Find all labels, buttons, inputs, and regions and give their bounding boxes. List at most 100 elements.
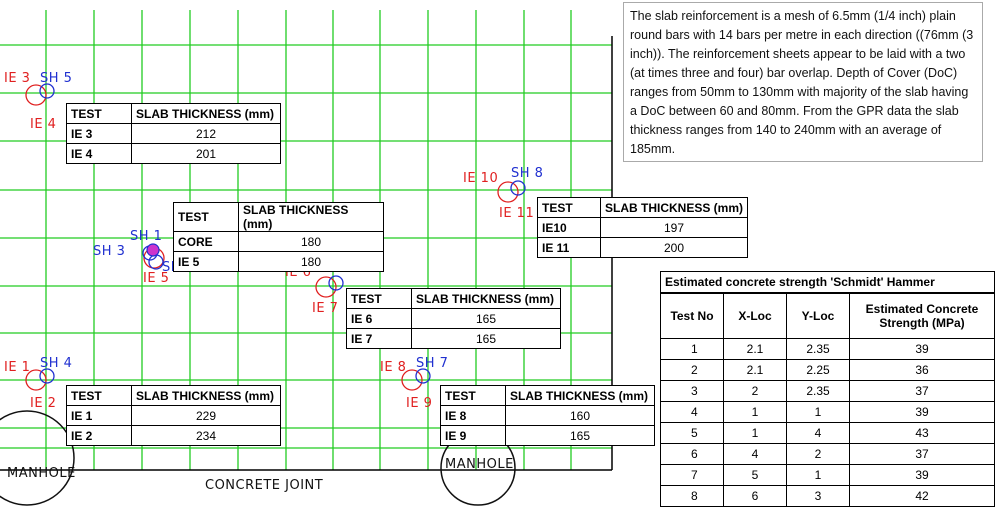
- sh-test-point: [510, 180, 526, 196]
- cell-test-no: 8: [661, 485, 724, 506]
- cell-y-loc: 2.25: [786, 359, 850, 381]
- label-ie9: IE 9: [406, 396, 433, 411]
- test-id: IE 4: [66, 143, 132, 164]
- label-sh5: SH 5: [40, 71, 73, 86]
- core-point: [146, 243, 160, 257]
- cell-test-no: 7: [661, 464, 724, 486]
- label-ie8: IE 8: [380, 360, 407, 375]
- test-id: IE 1: [66, 405, 132, 426]
- cell-y-loc: 3: [786, 485, 850, 506]
- cell-y-loc: 1: [786, 464, 850, 486]
- label-ie1: IE 1: [4, 360, 31, 375]
- header-test: TEST: [66, 385, 132, 406]
- header-test: TEST: [440, 385, 506, 406]
- header-test: TEST: [346, 288, 412, 309]
- test-id: IE 5: [173, 251, 239, 272]
- header-thickness: SLAB THICKNESS (mm): [131, 103, 281, 124]
- label-ie11: IE 11: [499, 206, 535, 221]
- thickness-value: 165: [505, 425, 655, 446]
- cell-x-loc: 1: [723, 422, 787, 444]
- test-id: IE 7: [346, 328, 412, 349]
- ie-test-point: [25, 369, 47, 391]
- cell-strength: 37: [849, 443, 994, 465]
- label-sh7: SH 7: [416, 356, 449, 371]
- label-ie10: IE 10: [463, 171, 499, 186]
- thickness-value: 160: [505, 405, 655, 426]
- thickness-value: 201: [131, 143, 281, 164]
- thickness-value: 180: [238, 231, 384, 252]
- col-x-loc: X-Loc: [723, 293, 787, 339]
- cell-y-loc: 2.35: [786, 380, 850, 402]
- cell-y-loc: 2.35: [786, 338, 850, 360]
- label-ie2: IE 2: [30, 396, 57, 411]
- cell-x-loc: 6: [723, 485, 787, 506]
- test-id: CORE: [173, 231, 239, 252]
- cell-x-loc: 2: [723, 380, 787, 402]
- test-markers: [25, 83, 526, 391]
- schmidt-hammer-table: Estimated concrete strength 'Schmidt' Ha…: [660, 271, 995, 507]
- cell-strength: 42: [849, 485, 994, 506]
- header-thickness: SLAB THICKNESS (mm): [131, 385, 281, 406]
- cell-strength: 37: [849, 380, 994, 402]
- thickness-value: 165: [411, 328, 561, 349]
- cell-test-no: 5: [661, 422, 724, 444]
- cell-strength: 39: [849, 464, 994, 486]
- thickness-value: 180: [238, 251, 384, 272]
- cell-strength: 39: [849, 401, 994, 423]
- label-sh8: SH 8: [511, 166, 544, 181]
- reinforcement-note: The slab reinforcement is a mesh of 6.5m…: [623, 2, 983, 162]
- header-thickness: SLAB THICKNESS (mm): [411, 288, 561, 309]
- col-strength: Estimated Concrete Strength (MPa): [849, 293, 994, 339]
- cell-test-no: 6: [661, 443, 724, 465]
- label-sh4: SH 4: [40, 356, 73, 371]
- col-test-no: Test No: [661, 293, 724, 339]
- cell-test-no: 4: [661, 401, 724, 423]
- thickness-value: 229: [131, 405, 281, 426]
- thickness-value: 165: [411, 308, 561, 329]
- ie-test-point: [497, 181, 519, 203]
- cell-x-loc: 5: [723, 464, 787, 486]
- ie-test-point: [315, 276, 337, 298]
- sh-test-point: [39, 83, 55, 99]
- header-thickness: SLAB THICKNESS (mm): [600, 197, 748, 218]
- cell-strength: 43: [849, 422, 994, 444]
- ie-test-point: [25, 84, 47, 106]
- thickness-value: 234: [131, 425, 281, 446]
- header-thickness: SLAB THICKNESS (mm): [238, 202, 384, 232]
- test-id: IE 9: [440, 425, 506, 446]
- header-test: TEST: [66, 103, 132, 124]
- cell-x-loc: 2.1: [723, 338, 787, 360]
- cell-test-no: 3: [661, 380, 724, 402]
- cell-x-loc: 4: [723, 443, 787, 465]
- cell-strength: 39: [849, 338, 994, 360]
- header-thickness: SLAB THICKNESS (mm): [505, 385, 655, 406]
- manhole-left-label: MANHOLE: [7, 466, 76, 481]
- label-ie7: IE 7: [312, 301, 339, 316]
- cell-y-loc: 2: [786, 443, 850, 465]
- test-id: IE 11: [537, 237, 601, 258]
- test-id: IE 2: [66, 425, 132, 446]
- label-sh3: SH 3: [93, 244, 126, 259]
- cell-y-loc: 4: [786, 422, 850, 444]
